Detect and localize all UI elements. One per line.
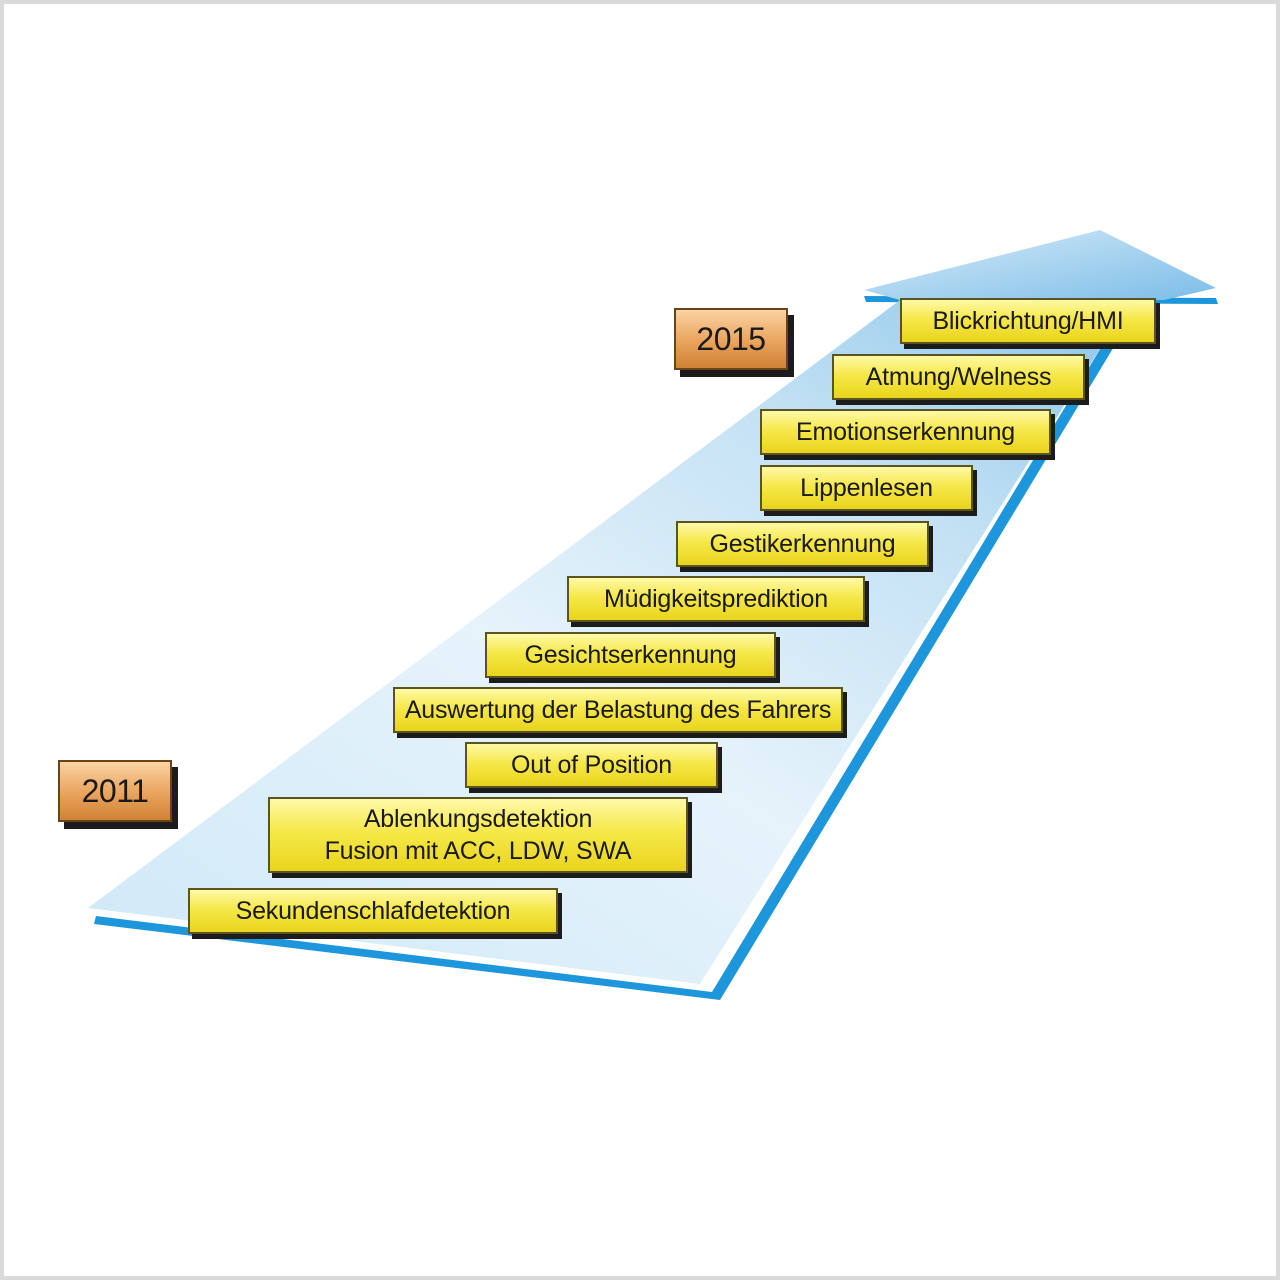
step-emotionserkennung: Emotionserkennung: [760, 409, 1051, 455]
step-muedigkeitsprediktion: Müdigkeitsprediktion: [567, 576, 865, 622]
step-label: Lippenlesen: [800, 474, 933, 502]
step-label: Atmung/Welness: [865, 363, 1052, 391]
step-gesichtserkennung: Gesichtserkennung: [485, 632, 776, 678]
arrow-head: [864, 230, 1216, 300]
year-start-label: 2011: [58, 760, 172, 822]
step-out-of-position: Out of Position: [465, 742, 718, 788]
step-ablenkungsdetektion: Ablenkungsdetektion Fusion mit ACC, LDW,…: [268, 797, 688, 873]
step-sekundenschlafdetektion: Sekundenschlafdetektion: [188, 888, 558, 934]
step-label-line2: Fusion mit ACC, LDW, SWA: [324, 837, 632, 865]
step-belastung-fahrer: Auswertung der Belastung des Fahrers: [393, 687, 843, 733]
step-label: Müdigkeitsprediktion: [604, 585, 828, 613]
year-end-text: 2015: [696, 320, 766, 357]
step-label: Emotionserkennung: [796, 418, 1015, 446]
year-start-text: 2011: [81, 772, 149, 809]
year-end-label: 2015: [674, 308, 788, 370]
step-label: Gestikerkennung: [709, 530, 896, 558]
step-label: Auswertung der Belastung des Fahrers: [404, 696, 832, 724]
step-label: Blickrichtung/HMI: [932, 307, 1124, 335]
step-atmung-welness: Atmung/Welness: [832, 354, 1085, 400]
step-lippenlesen: Lippenlesen: [760, 465, 973, 511]
step-blickrichtung-hmi: Blickrichtung/HMI: [900, 298, 1156, 344]
step-gestikerkennung: Gestikerkennung: [676, 521, 929, 567]
step-label: Gesichtserkennung: [524, 641, 737, 669]
step-label: Out of Position: [511, 751, 672, 779]
step-label: Sekundenschlafdetektion: [235, 897, 511, 925]
step-label: Ablenkungsdetektion: [363, 805, 593, 833]
